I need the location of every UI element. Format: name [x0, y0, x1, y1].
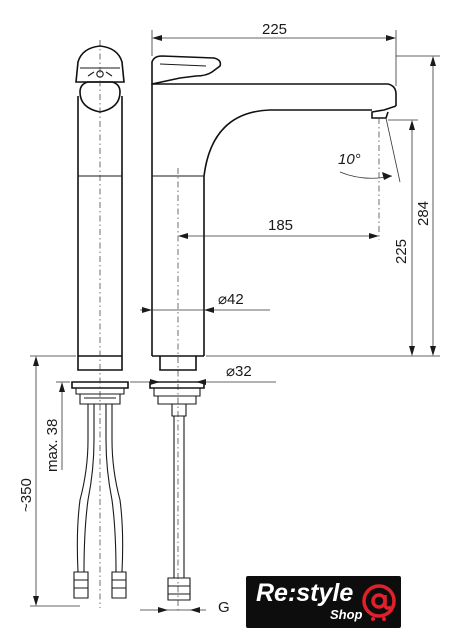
dim-overall-height: 284 [415, 201, 432, 226]
dim-spout-height: 225 [393, 239, 410, 264]
dim-max-thickness: max. 38 [44, 419, 61, 472]
dim-body-diameter: ⌀42 [218, 291, 244, 308]
dim-spout-reach: 185 [268, 217, 293, 234]
side-view [30, 40, 129, 608]
dim-overall-length: 225 [262, 21, 287, 38]
dim-angle: 10° [338, 151, 361, 168]
dim-hose-length: ~350 [18, 478, 35, 512]
dim-mount-diameter: ⌀32 [226, 363, 252, 380]
logo-brand-text: Re:style [256, 579, 354, 607]
front-view [149, 55, 401, 612]
dimension-lines [33, 30, 440, 613]
at-sign-cart-icon [362, 584, 396, 621]
logo-sub-text: Shop [330, 607, 363, 622]
dim-thread: G [218, 599, 230, 616]
restyle-shop-logo: Re:style Shop [246, 576, 401, 628]
